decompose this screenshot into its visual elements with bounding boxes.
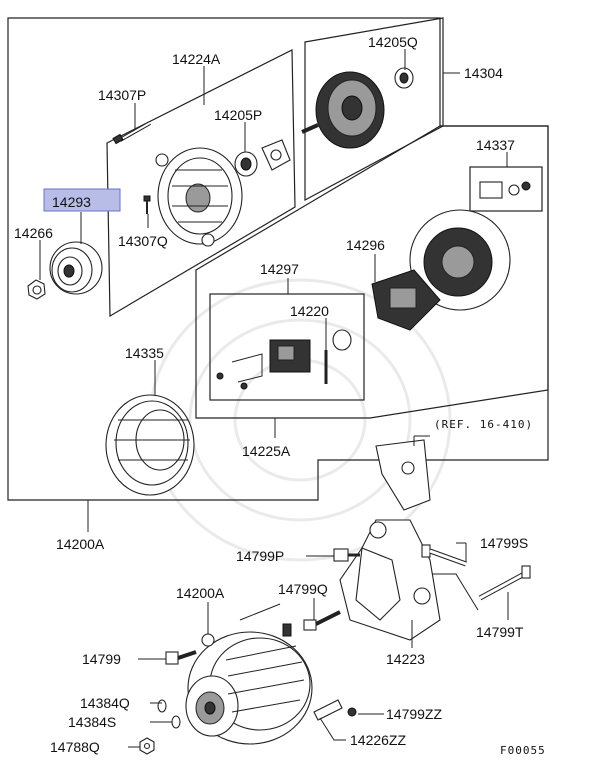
label-14799[interactable]: 14799 (82, 651, 121, 667)
bearing-retainer-plate (261, 139, 291, 171)
pulley-14293 (49, 241, 103, 295)
regulator-14296 (371, 269, 441, 331)
bracket-14223 (339, 519, 441, 641)
frame-14224A (106, 49, 296, 318)
label-14384S[interactable]: 14384S (68, 714, 116, 730)
label-14384Q[interactable]: 14384Q (80, 695, 130, 711)
label-14226ZZ[interactable]: 14226ZZ (350, 732, 406, 748)
label-14224A[interactable]: 14224A (172, 51, 221, 67)
bearing-14205Q (394, 67, 414, 89)
label-14266[interactable]: 14266 (14, 225, 53, 241)
stator-14335 (105, 394, 195, 496)
terminal-14226ZZ (313, 699, 343, 721)
label-14200A-top[interactable]: 14200A (56, 536, 105, 552)
bolt-14307P (112, 121, 151, 145)
bolt-14799P (333, 548, 360, 562)
label-14225A[interactable]: 14225A (242, 443, 291, 459)
brush-holder-14220 (216, 329, 352, 390)
bolt-14799T (478, 565, 531, 601)
leader-lines (39, 49, 509, 748)
rotor-14304 (301, 71, 385, 149)
frame-14297 (209, 293, 365, 401)
label-14205Q[interactable]: 14205Q (368, 34, 418, 50)
washer-14384S (171, 715, 181, 729)
frame-14225A (195, 125, 549, 419)
reference-bracket (375, 439, 431, 511)
bolt-14799 (165, 650, 197, 665)
label-14205P[interactable]: 14205P (214, 107, 262, 123)
nut-14788Q (139, 737, 155, 755)
label-14307Q[interactable]: 14307Q (118, 233, 168, 249)
label-14296[interactable]: 14296 (346, 237, 385, 253)
label-14304[interactable]: 14304 (464, 65, 503, 81)
label-14799ZZ[interactable]: 14799ZZ (386, 706, 442, 722)
front-housing-14224A (155, 147, 243, 247)
screw-14799ZZ (347, 707, 357, 717)
figure-code: F00055 (500, 744, 546, 757)
label-14799P[interactable]: 14799P (236, 548, 284, 564)
bolt-14799Q (303, 610, 341, 631)
label-14799S[interactable]: 14799S (480, 535, 528, 551)
washer-14384Q (157, 699, 167, 713)
bearing-14205P (234, 151, 258, 177)
label-14337[interactable]: 14337 (476, 137, 515, 153)
alternator-assembly-14200A (185, 623, 313, 745)
label-14293[interactable]: 14293 (52, 194, 91, 210)
highlight-box-14293 (43, 188, 121, 212)
label-14297[interactable]: 14297 (260, 261, 299, 277)
nut-14266 (27, 279, 46, 300)
reference-note: (REF. 16-410) (434, 418, 533, 431)
label-14799Q[interactable]: 14799Q (278, 581, 328, 597)
label-14335[interactable]: 14335 (125, 345, 164, 361)
label-14220[interactable]: 14220 (290, 303, 329, 319)
frame-14337 (469, 166, 543, 212)
bolt-14799S (421, 544, 467, 567)
label-14200A-bottom[interactable]: 14200A (176, 585, 225, 601)
label-14223[interactable]: 14223 (386, 651, 425, 667)
terminal-kit-14337 (479, 181, 531, 199)
screw-14307Q (143, 195, 151, 214)
rear-housing-14296 (409, 209, 511, 311)
label-14307P[interactable]: 14307P (98, 87, 146, 103)
label-14799T[interactable]: 14799T (476, 624, 524, 640)
label-14788Q[interactable]: 14788Q (50, 739, 100, 755)
